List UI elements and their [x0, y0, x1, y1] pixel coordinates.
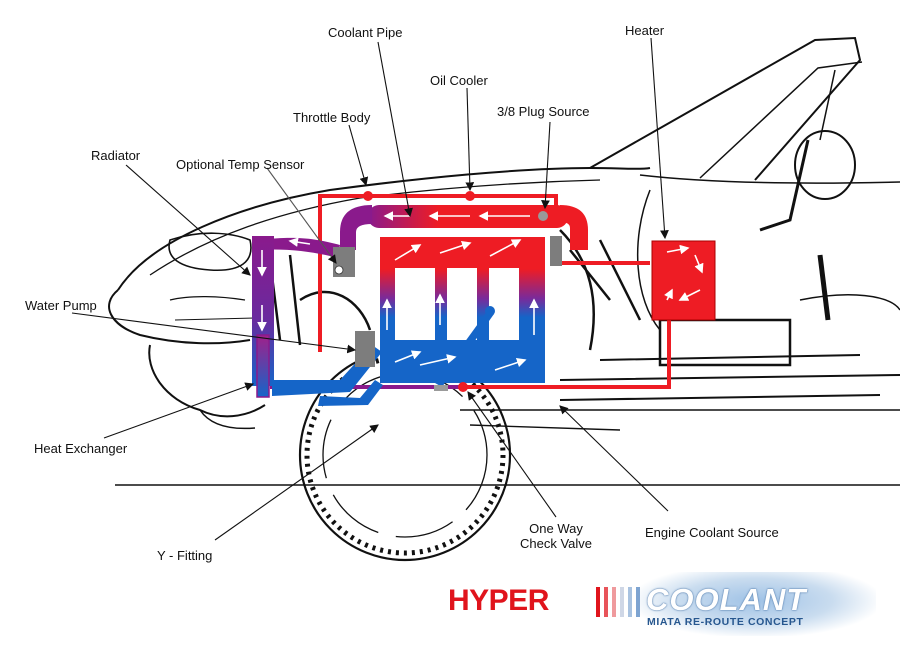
logo-tagline: MIATA RE-ROUTE CONCEPT: [647, 616, 804, 628]
logo-bar: [596, 587, 600, 617]
car-line-art: [108, 36, 900, 562]
leader-radiator: [125, 164, 251, 276]
coolant-pipe-elbow-right: [560, 205, 588, 250]
label-check-valve: One Way Check Valve: [518, 521, 594, 551]
flow-arrow: [666, 244, 690, 255]
front-bumper: [148, 344, 266, 418]
hood-outline: [117, 166, 651, 291]
radiator-inlet-hose: [255, 237, 340, 258]
transmission: [559, 354, 900, 401]
logo-gradient-bars: [596, 587, 640, 617]
flow-arrow: [439, 240, 472, 254]
steering-wheel: [794, 130, 856, 200]
label-throttle-body: Throttle Body: [293, 110, 371, 125]
check-valve-dot: [458, 382, 468, 392]
plug-source-fitting: [550, 236, 562, 266]
label-oil-cooler: Oil Cooler: [430, 73, 488, 88]
logo-bar: [612, 587, 616, 617]
leader-check-valve: [467, 391, 557, 518]
coolant-system: [252, 191, 716, 406]
label-heater: Heater: [625, 23, 665, 38]
label-temp-sensor: Optional Temp Sensor: [176, 157, 305, 172]
flow-arrow: [489, 239, 522, 257]
plug-source-port: [538, 211, 548, 221]
headlight-housing: [168, 232, 252, 272]
y-fitting: [434, 385, 448, 391]
front-nose: [108, 289, 251, 345]
label-heat-exchanger: Heat Exchanger: [34, 441, 128, 456]
throttle-body-junction: [363, 191, 373, 201]
leader-heater: [650, 37, 669, 240]
oil-cooler-junction: [465, 191, 475, 201]
heater-return-line: [460, 318, 671, 389]
grille-line-1: [169, 295, 246, 301]
label-water-pump: Water Pump: [25, 298, 97, 313]
steering-column: [759, 139, 810, 232]
windshield: [589, 36, 862, 181]
leader-oil-cooler: [465, 87, 475, 192]
leader-heat-exchanger: [103, 382, 255, 439]
flow-arrow: [494, 357, 527, 371]
flow-arrows: [257, 211, 704, 371]
label-plug-source: 3/8 Plug Source: [497, 104, 590, 119]
engine-detail-2: [559, 229, 642, 351]
leader-plug-source: [541, 121, 551, 210]
flow-arrow: [394, 350, 422, 363]
label-radiator: Radiator: [91, 148, 141, 163]
leader-temp-sensor: [266, 167, 337, 264]
temp-sensor-port: [334, 265, 344, 275]
shifter: [817, 254, 831, 321]
check-valve-hose-end: [485, 306, 495, 316]
flow-arrow: [694, 254, 704, 274]
label-check-valve-line1: One Way: [529, 521, 583, 536]
exhaust-lines: [460, 409, 900, 431]
check-valve-hose: [435, 310, 494, 387]
hot-return-loop: [318, 194, 558, 352]
coolant-pipe-elbow-left: [340, 205, 372, 250]
logo-hyper-text: HYPER: [448, 584, 549, 617]
flow-arrow: [664, 288, 673, 301]
flow-arrow: [678, 289, 701, 301]
front-wheel-inner: [322, 372, 488, 538]
lower-lip: [199, 409, 256, 430]
leader-lines: [71, 37, 669, 541]
logo-bar: [620, 587, 624, 617]
logo-glow: [636, 572, 876, 636]
hypercoolant-logo: HYPER COOLANT MIATA RE-ROUTE CONCEPT: [446, 572, 876, 636]
flow-arrow: [288, 237, 311, 247]
logo-coolant-text: COOLANT: [646, 582, 807, 617]
windshield-post: [819, 69, 836, 141]
leader-coolant-pipe: [377, 41, 413, 218]
windshield-frame: [699, 61, 863, 179]
logo-bar: [604, 587, 608, 617]
water-pump-hose: [272, 345, 382, 396]
label-y-fitting: Y - Fitting: [157, 548, 213, 563]
heat-exchanger: [256, 334, 270, 398]
flow-arrow: [394, 244, 422, 261]
label-check-valve-line2: Check Valve: [519, 536, 592, 551]
heater-core: [651, 240, 716, 321]
leader-throttle-body: [348, 124, 369, 187]
leader-engine-coolant: [559, 405, 669, 512]
leader-y-fitting: [214, 424, 379, 541]
flow-arrow: [419, 354, 457, 366]
water-pump-fitting: [355, 331, 375, 367]
engine-block: [380, 237, 545, 383]
leader-water-pump: [71, 312, 357, 354]
y-fitting-hose: [318, 380, 383, 406]
front-wheel-tread: [304, 354, 506, 556]
logo-bar: [628, 587, 632, 617]
shifter-boot: [799, 294, 900, 311]
label-coolant-pipe: Coolant Pipe: [328, 25, 403, 40]
grille-line-2: [174, 317, 256, 321]
cowl-line: [639, 174, 900, 184]
logo-bar: [636, 587, 640, 617]
label-engine-coolant-source: Engine Coolant Source: [645, 525, 779, 540]
transmission-block: [658, 318, 792, 367]
